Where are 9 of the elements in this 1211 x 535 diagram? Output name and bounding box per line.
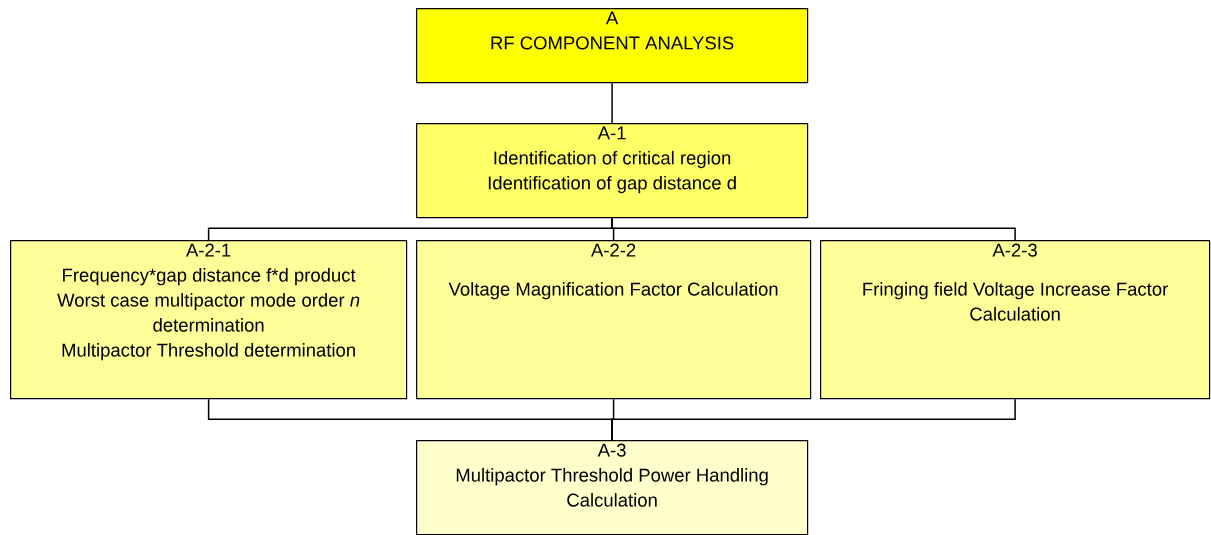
connector-line: [611, 398, 1016, 441]
connector-line: [611, 217, 1016, 241]
process-box: A-2-1 Frequency*gap distance f*d product Worst case multipactor mode order n determination Multipactor Threshold determination: [10, 240, 408, 400]
process-box: A-2-2 Voltage Magnification Factor Calculation: [416, 240, 812, 400]
process-box: A-2-3 Fringing field Voltage Increase Factor Calculation: [820, 240, 1211, 400]
connector-line: [611, 82, 613, 124]
process-box: A-1 Identification of critical region Identification of gap distance d: [416, 123, 809, 219]
process-box: A RF COMPONENT ANALYSIS: [416, 8, 809, 84]
process-box: A-3 Multipactor Threshold Power Handling Calculation: [416, 440, 809, 535]
